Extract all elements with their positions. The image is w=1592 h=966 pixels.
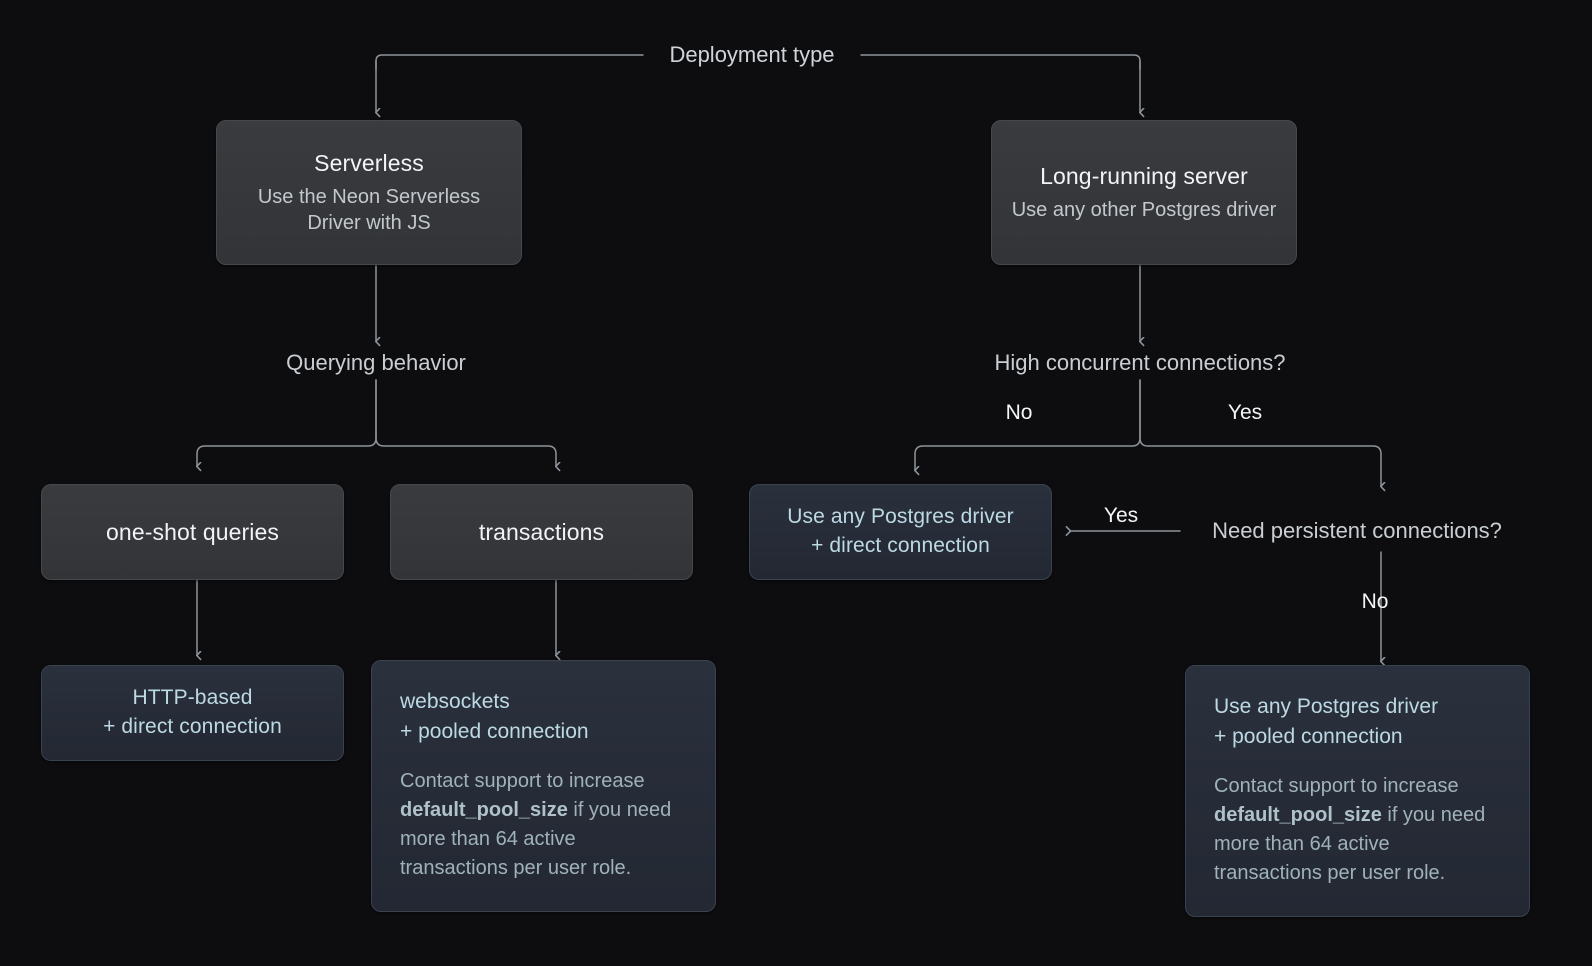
- node-driver-pooled-body-post: if you need more than 64 active transact…: [1214, 803, 1486, 885]
- node-driver-pooled-head: Use any Postgres driver + pooled connect…: [1214, 695, 1439, 748]
- node-websockets-pooled-head: websockets + pooled connection: [400, 690, 589, 743]
- node-long-running-server[interactable]: Long-running server Use any other Postgr…: [991, 120, 1297, 265]
- wire-concurrent-yes: [1139, 379, 1381, 486]
- node-transactions[interactable]: transactions: [390, 484, 693, 580]
- node-driver-pooled[interactable]: Use any Postgres driver + pooled connect…: [1185, 665, 1530, 917]
- node-http-direct-connection[interactable]: HTTP-based + direct connection: [41, 665, 344, 761]
- wire-concurrent-no: [915, 379, 1141, 470]
- node-websockets-pooled-body-code: default_pool_size: [400, 798, 568, 821]
- wire-querying-to-transactions: [375, 379, 556, 466]
- node-driver-direct-connection[interactable]: Use any Postgres driver + direct connect…: [749, 484, 1052, 580]
- node-websockets-pooled-body-pre: Contact support to increase: [400, 769, 645, 792]
- wire-querying-to-oneshot: [197, 379, 377, 466]
- node-driver-pooled-body-pre: Contact support to increase: [1214, 774, 1459, 797]
- node-serverless-subtitle: Use the Neon Serverless Driver with JS: [257, 185, 481, 234]
- node-serverless-title: Serverless: [314, 150, 424, 177]
- label-edge-no-concurrent: No: [1005, 401, 1033, 424]
- node-one-shot-queries[interactable]: one-shot queries: [41, 484, 344, 580]
- node-driver-direct-title: Use any Postgres driver + direct connect…: [787, 505, 1014, 557]
- node-websockets-pooled[interactable]: websockets + pooled connection Contact s…: [371, 660, 716, 912]
- node-transactions-title: transactions: [478, 518, 605, 545]
- label-edge-yes-persistent: Yes: [1103, 504, 1139, 527]
- node-driver-pooled-body-code: default_pool_size: [1214, 803, 1382, 826]
- node-one-shot-queries-title: one-shot queries: [106, 518, 279, 545]
- wire-root-right: [860, 54, 1141, 70]
- wire-root-left: [375, 54, 644, 70]
- label-edge-yes-concurrent: Yes: [1227, 401, 1263, 424]
- node-driver-pooled-body: Contact support to increase default_pool…: [1214, 772, 1501, 889]
- label-querying-behavior: Querying behavior: [286, 350, 466, 375]
- label-need-persistent-connections: Need persistent connections?: [1212, 518, 1502, 543]
- node-long-running-title: Long-running server: [1040, 163, 1248, 190]
- label-high-concurrent-connections: High concurrent connections?: [994, 350, 1286, 375]
- node-websockets-pooled-body-post: if you need more than 64 active transact…: [400, 798, 672, 880]
- node-websockets-pooled-body: Contact support to increase default_pool…: [400, 767, 687, 884]
- label-deployment-type: Deployment type: [669, 42, 835, 67]
- node-serverless[interactable]: Serverless Use the Neon Serverless Drive…: [216, 120, 522, 265]
- node-long-running-subtitle: Use any other Postgres driver: [1011, 198, 1277, 221]
- node-http-direct-title: HTTP-based + direct connection: [103, 686, 282, 738]
- label-edge-no-persistent: No: [1361, 590, 1389, 613]
